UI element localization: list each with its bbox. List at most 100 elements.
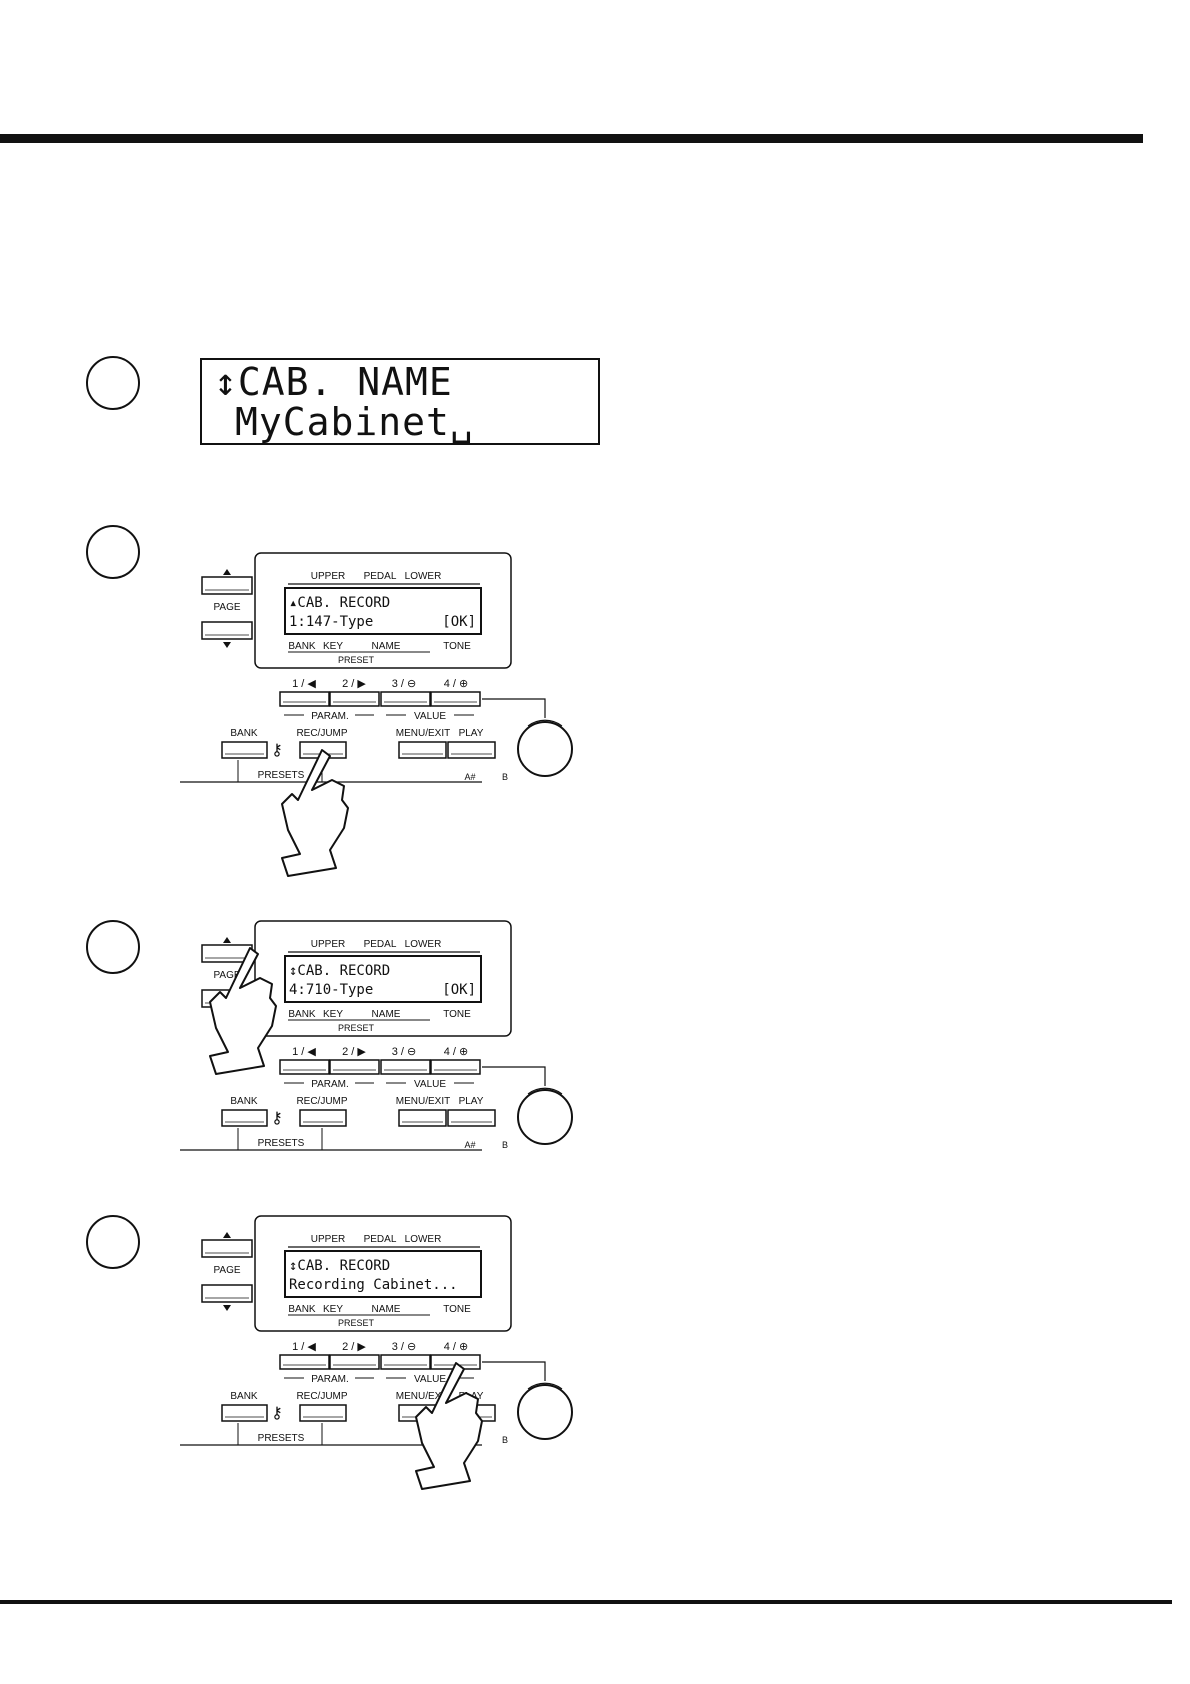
param-button-2[interactable] (329, 1354, 380, 1370)
bank-button[interactable] (221, 1109, 268, 1127)
knob-leader (482, 1361, 546, 1381)
display-line-1: CAB. NAME (237, 360, 453, 404)
lcd-line-2: Recording Cabinet... (289, 1277, 458, 1293)
label-menu-exit-button: MENU/EXIT (396, 1096, 450, 1107)
label-bank-button: BANK (230, 728, 258, 739)
up-down-arrow-icon: ↕ (214, 360, 238, 404)
play-button[interactable] (447, 741, 496, 759)
value-knob[interactable] (517, 1089, 573, 1145)
page-down-arrow-icon (223, 642, 231, 648)
page-up-button[interactable] (201, 576, 253, 595)
label-value-group: VALUE (414, 1374, 446, 1385)
label-lower: LOWER (405, 1234, 442, 1245)
label-pedal: PEDAL (364, 571, 397, 582)
menu-exit-button[interactable] (398, 1109, 447, 1127)
knob-leader (482, 698, 546, 718)
label-param-btn2: 2 / ▶ (342, 1046, 366, 1058)
label-key-a-sharp: A# (464, 772, 475, 782)
label-param-btn2: 2 / ▶ (342, 1341, 366, 1353)
label-bank-tab: BANK (288, 1304, 316, 1315)
param-button-1[interactable] (279, 1354, 330, 1370)
knob-rotation-arrow-icon (527, 1087, 563, 1095)
label-param-btn3: 3 / ⊖ (392, 1046, 417, 1058)
step-circle-2 (86, 525, 140, 579)
lcd-screen (284, 955, 482, 1003)
knob-rotation-arrow-icon (527, 1382, 563, 1390)
label-param-group: PARAM. (311, 711, 349, 722)
cabinet-name-display: ↕CAB. NAME MyCabinet␣ (200, 358, 600, 445)
label-param-btn2: 2 / ▶ (342, 678, 366, 690)
rec-jump-button[interactable] (299, 1109, 347, 1127)
label-param-btn4: 4 / ⊕ (444, 1341, 469, 1353)
step-circle-4 (86, 1215, 140, 1269)
knob-leader (482, 1066, 546, 1086)
page-up-button[interactable] (201, 1239, 253, 1258)
label-bank-button: BANK (230, 1096, 258, 1107)
label-page: PAGE (213, 602, 240, 613)
label-name-tab: NAME (372, 1009, 401, 1020)
label-preset: PRESET (338, 1318, 375, 1328)
label-pedal: PEDAL (364, 939, 397, 950)
label-rec-jump-button: REC/JUMP (296, 1096, 347, 1107)
label-play-button: PLAY (459, 1096, 484, 1107)
step-circle-3 (86, 920, 140, 974)
bank-button[interactable] (221, 741, 268, 759)
label-name-tab: NAME (372, 1304, 401, 1315)
lcd-screen (284, 587, 482, 635)
label-param-btn3: 3 / ⊖ (392, 1341, 417, 1353)
label-preset: PRESET (338, 1023, 375, 1033)
page-down-button[interactable] (201, 1284, 253, 1303)
label-pedal: PEDAL (364, 1234, 397, 1245)
label-value-group: VALUE (414, 711, 446, 722)
label-param-btn4: 4 / ⊕ (444, 678, 469, 690)
label-lower: LOWER (405, 939, 442, 950)
value-knob[interactable] (517, 721, 573, 777)
lcd-screen (284, 1250, 482, 1298)
menu-exit-button[interactable] (398, 741, 447, 759)
param-button-4[interactable] (430, 691, 481, 707)
rec-jump-button[interactable] (299, 1404, 347, 1422)
label-bank-tab: BANK (288, 641, 316, 652)
label-tone-tab: TONE (443, 641, 471, 652)
top-rule (0, 134, 1143, 143)
label-lower: LOWER (405, 571, 442, 582)
param-button-1[interactable] (279, 691, 330, 707)
lcd-line-2: 1:147-Type (289, 614, 373, 630)
param-button-1[interactable] (279, 1059, 330, 1075)
pointing-hand-icon (281, 749, 349, 877)
page-up-arrow-icon (223, 1232, 231, 1238)
label-upper: UPPER (311, 939, 345, 950)
lcd-line-1: ↕CAB. RECORD (289, 963, 390, 979)
label-param-btn1: 1 / ◀ (292, 1341, 316, 1353)
display-line-2: MyCabinet␣ (235, 400, 474, 444)
pointing-hand-icon (209, 947, 277, 1075)
bottom-rule (0, 1600, 1172, 1604)
label-key-tab: KEY (323, 641, 343, 652)
label-value-group: VALUE (414, 1079, 446, 1090)
label-presets: PRESETS (258, 1433, 305, 1444)
play-button[interactable] (447, 1109, 496, 1127)
page-down-button[interactable] (201, 621, 253, 640)
label-menu-exit-button: MENU/EXIT (396, 1391, 450, 1402)
label-key-a-sharp: A# (464, 1140, 475, 1150)
param-button-2[interactable] (329, 1059, 380, 1075)
value-knob[interactable] (517, 1384, 573, 1440)
label-tone-tab: TONE (443, 1304, 471, 1315)
label-key-tab: KEY (323, 1009, 343, 1020)
param-button-2[interactable] (329, 691, 380, 707)
key-icon: ⚷ (271, 1110, 283, 1127)
param-button-4[interactable] (430, 1059, 481, 1075)
page-up-arrow-icon (223, 569, 231, 575)
label-key-b: B (502, 1435, 508, 1445)
bank-button[interactable] (221, 1404, 268, 1422)
param-button-3[interactable] (380, 691, 431, 707)
param-button-3[interactable] (380, 1059, 431, 1075)
param-button-3[interactable] (380, 1354, 431, 1370)
label-upper: UPPER (311, 1234, 345, 1245)
label-preset: PRESET (338, 655, 375, 665)
label-param-btn4: 4 / ⊕ (444, 1046, 469, 1058)
label-play-button: PLAY (459, 728, 484, 739)
